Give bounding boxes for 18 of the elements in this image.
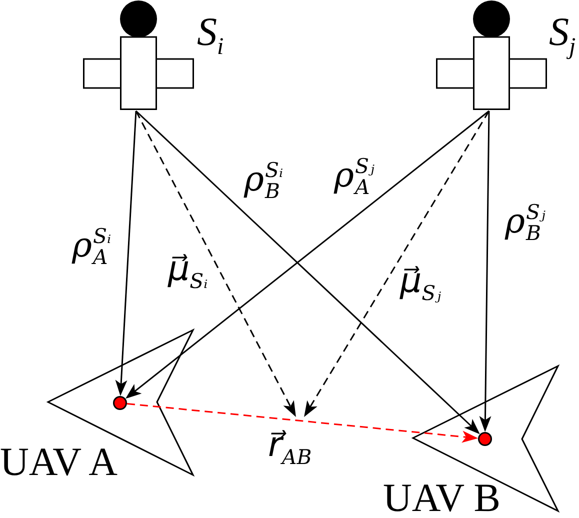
edge-label: μ⃗$_{Sᵢ}$ (168, 252, 208, 292)
uav-label: UAV A (0, 442, 118, 482)
position-dot (478, 432, 492, 446)
edge-label: μ⃗$_{Sⱼ}$ (400, 264, 441, 304)
arrow (479, 111, 492, 432)
satellite-label: S$_{j}$ (549, 12, 576, 59)
dashed-arrow (304, 110, 490, 418)
uav-label: UAV B (383, 478, 500, 518)
edge-label: r⃗$_{AB}$ (268, 428, 312, 468)
dashed-arrow (126, 402, 478, 443)
satellite-drawing (436, 0, 547, 110)
arrow (125, 110, 490, 399)
satellite-drawing (83, 0, 194, 110)
position-dot (113, 396, 127, 410)
dashed-arrow (135, 110, 296, 418)
arrow (115, 110, 137, 396)
arrow (135, 110, 480, 434)
satellite-label: S$_{i}$ (197, 12, 224, 59)
